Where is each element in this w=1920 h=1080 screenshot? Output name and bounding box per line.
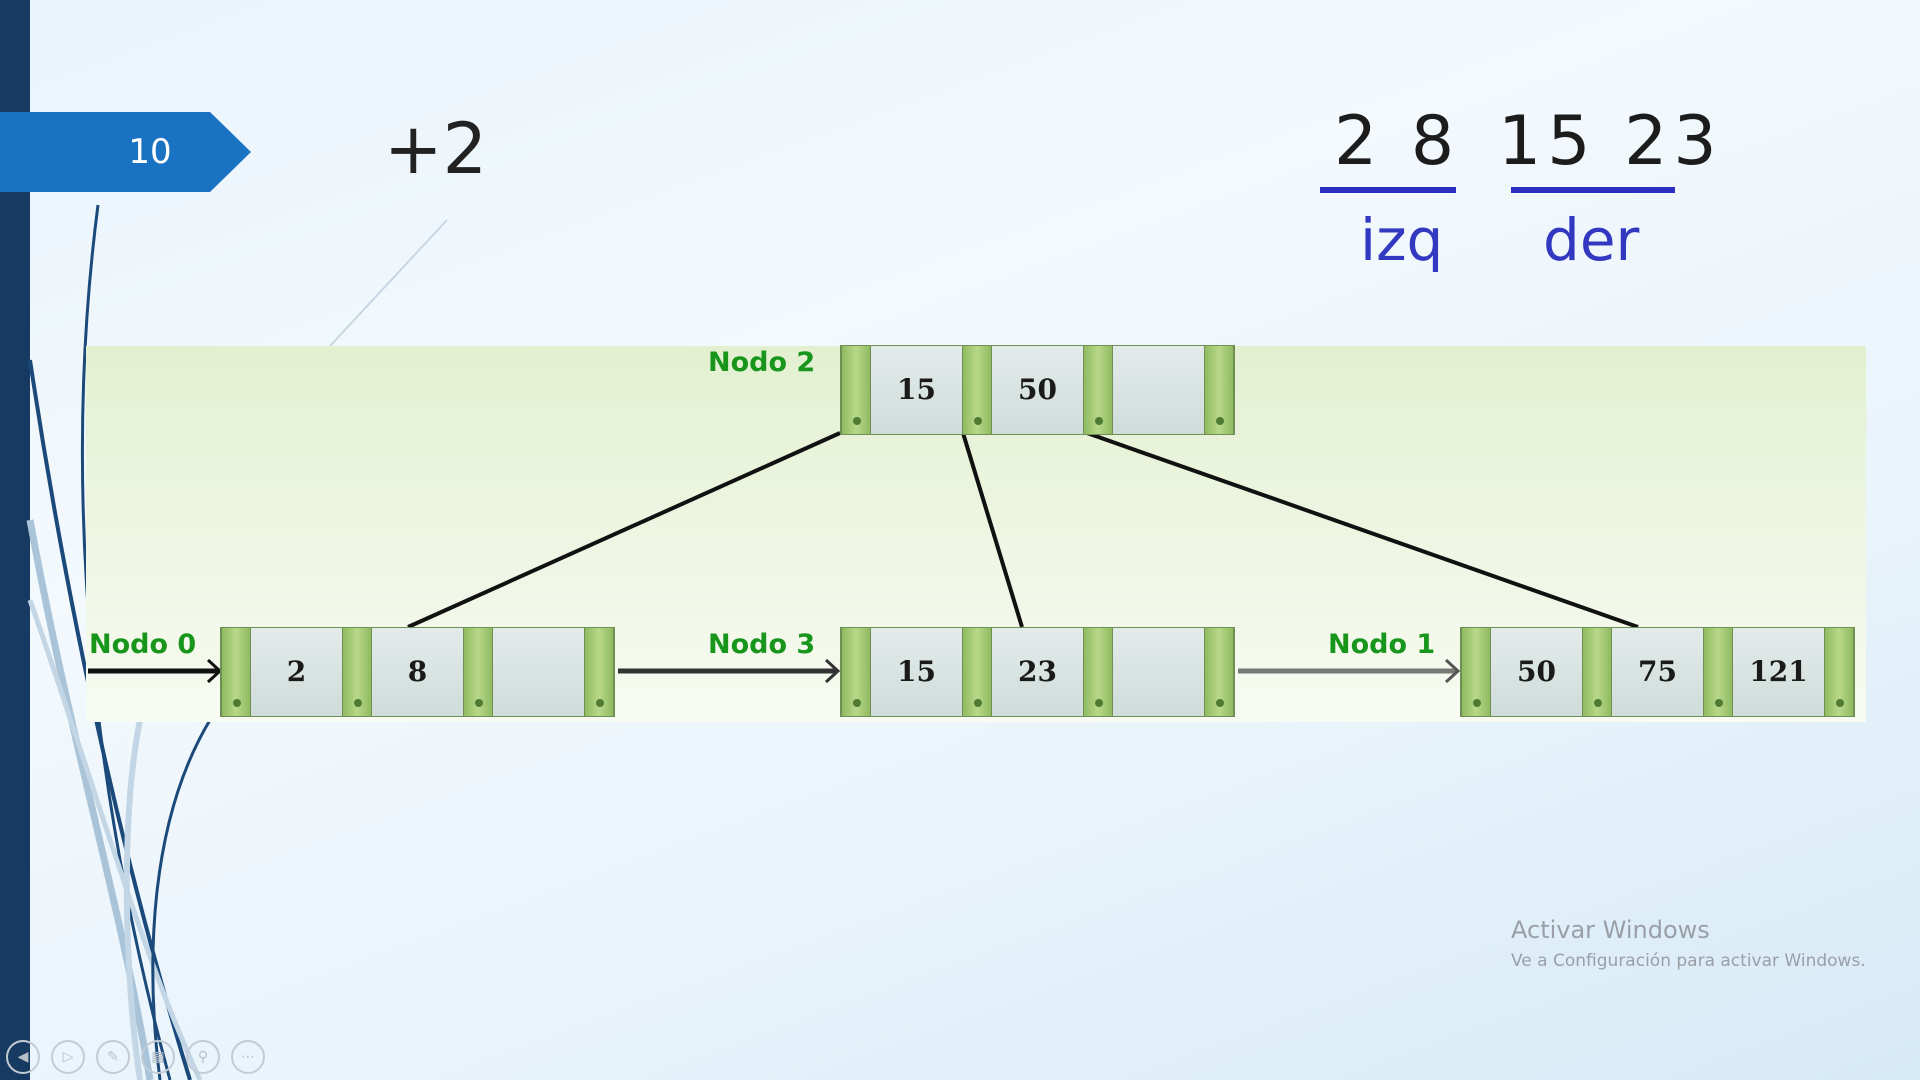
key-cell: 15 xyxy=(871,628,962,716)
right-label: der xyxy=(1543,206,1640,274)
slide-number: 10 xyxy=(128,132,172,172)
left-label: izq xyxy=(1360,206,1444,274)
key-cell: 121 xyxy=(1733,628,1824,716)
key-cell: 50 xyxy=(992,346,1083,434)
pointer-cell xyxy=(1204,346,1234,434)
left-group-underline xyxy=(1320,187,1456,193)
pointer-cell xyxy=(463,628,493,716)
pointer-cell xyxy=(841,346,871,434)
pointer-cell xyxy=(584,628,614,716)
node-label-nodo-1: Nodo 1 xyxy=(1328,629,1436,660)
pointer-cell xyxy=(1824,628,1854,716)
previous-slide-icon[interactable]: ◀ xyxy=(6,1040,40,1074)
slide-sorter-icon[interactable]: ▦ xyxy=(141,1040,175,1074)
pointer-cell xyxy=(1083,628,1113,716)
right-group-underline xyxy=(1511,187,1675,193)
slide-number-badge xyxy=(0,112,251,192)
pointer-cell xyxy=(1204,628,1234,716)
pointer-cell xyxy=(1703,628,1733,716)
tree-node-nodo-1: 50 75 121 xyxy=(1460,627,1855,717)
key-cell: 8 xyxy=(372,628,463,716)
left-key-group: 2 8 xyxy=(1334,102,1461,181)
key-cell xyxy=(1113,628,1204,716)
key-cell: 15 xyxy=(871,346,962,434)
tree-node-nodo-0: 2 8 xyxy=(220,627,615,717)
pointer-cell xyxy=(1461,628,1491,716)
tree-node-nodo-2: 15 50 xyxy=(840,345,1235,435)
slideshow-controls: ◀ ▷ ✎ ▦ ⚲ ⋯ xyxy=(6,1040,265,1074)
node-label-nodo-3: Nodo 3 xyxy=(708,629,816,660)
node-label-nodo-2: Nodo 2 xyxy=(708,347,816,378)
pointer-cell xyxy=(962,628,992,716)
zoom-icon[interactable]: ⚲ xyxy=(186,1040,220,1074)
pointer-cell xyxy=(1582,628,1612,716)
key-cell xyxy=(493,628,584,716)
pen-icon[interactable]: ✎ xyxy=(96,1040,130,1074)
key-cell: 75 xyxy=(1612,628,1703,716)
more-options-icon[interactable]: ⋯ xyxy=(231,1040,265,1074)
key-cell: 50 xyxy=(1491,628,1582,716)
next-slide-icon[interactable]: ▷ xyxy=(51,1040,85,1074)
key-cell: 23 xyxy=(992,628,1083,716)
tree-node-nodo-3: 15 23 xyxy=(840,627,1235,717)
pointer-cell xyxy=(841,628,871,716)
key-cell: 2 xyxy=(251,628,342,716)
pointer-cell xyxy=(342,628,372,716)
node-label-nodo-0: Nodo 0 xyxy=(89,629,197,660)
step-label: +2 xyxy=(384,108,488,190)
pointer-cell xyxy=(962,346,992,434)
activation-watermark-subtitle: Ve a Configuración para activar Windows. xyxy=(1511,951,1866,971)
pointer-cell xyxy=(221,628,251,716)
key-cell xyxy=(1113,346,1204,434)
pointer-cell xyxy=(1083,346,1113,434)
activation-watermark-title: Activar Windows xyxy=(1511,916,1710,944)
right-key-group: 15 23 xyxy=(1498,102,1723,181)
